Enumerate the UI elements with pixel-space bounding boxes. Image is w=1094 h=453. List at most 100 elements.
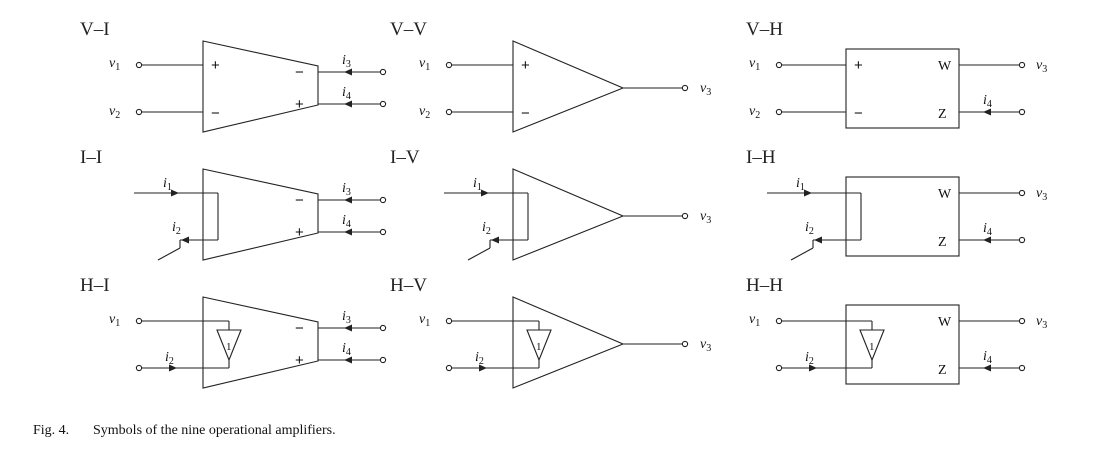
i2-arrow xyxy=(479,364,487,372)
ground-slash xyxy=(467,247,491,261)
v3-terminal xyxy=(1018,61,1026,69)
v2-label: v2 xyxy=(749,104,760,121)
panel-title: I–H xyxy=(746,147,776,168)
i1-label: i1 xyxy=(163,176,172,193)
i3-terminal xyxy=(379,68,387,76)
i4-arrow xyxy=(983,236,991,244)
voltage-follower-triangle xyxy=(859,329,885,362)
voltage-follower-triangle xyxy=(526,329,552,362)
v1-label: v1 xyxy=(419,56,430,73)
i1-label: i1 xyxy=(796,176,805,193)
i2-terminal xyxy=(775,364,783,372)
i4-terminal xyxy=(1018,236,1026,244)
v1-label: v1 xyxy=(109,312,120,329)
noninverting-input-sign: + xyxy=(521,57,530,74)
i4-arrow xyxy=(983,364,991,372)
i4-terminal xyxy=(379,356,387,364)
w-port-label: W xyxy=(938,59,952,74)
output-minus-sign: − xyxy=(295,64,304,81)
v3-label: v3 xyxy=(1036,314,1047,331)
v3-terminal xyxy=(1018,317,1026,325)
noninverting-input-sign: + xyxy=(854,57,863,74)
i2-label: i2 xyxy=(172,220,181,237)
i2-arrow xyxy=(181,236,189,244)
output-plus-sign: + xyxy=(295,224,304,241)
v1-terminal xyxy=(775,317,783,325)
inverting-input-sign: − xyxy=(521,105,530,122)
v3-terminal xyxy=(1018,189,1026,197)
v2-label: v2 xyxy=(109,104,120,121)
z-port-label: Z xyxy=(938,235,947,250)
panels: V–Iv1v2+−i3i4−+V–Vv1v2+−v3V–Hv1v2+−WZv3i… xyxy=(80,19,1047,389)
voltage-amplifier-body xyxy=(512,296,625,389)
v1-label: v1 xyxy=(109,56,120,73)
v1-label: v1 xyxy=(749,56,760,73)
voltage-amplifier-body xyxy=(512,168,625,261)
i4-terminal xyxy=(1018,108,1026,116)
output-minus-sign: − xyxy=(295,320,304,337)
v3-label: v3 xyxy=(1036,186,1047,203)
i2-label: i2 xyxy=(805,220,814,237)
ground-slash xyxy=(157,247,181,261)
panel-title: H–V xyxy=(390,275,427,296)
panel-title: H–I xyxy=(80,275,110,296)
v1-terminal xyxy=(445,61,453,69)
panel-title: V–V xyxy=(390,19,427,40)
i3-terminal xyxy=(379,324,387,332)
caption-text: Symbols of the nine operational amplifie… xyxy=(93,423,336,438)
output-plus-sign: + xyxy=(295,96,304,113)
v2-label: v2 xyxy=(419,104,430,121)
i4-terminal xyxy=(379,100,387,108)
panel-title: I–V xyxy=(390,147,420,168)
i2-label: i2 xyxy=(165,350,174,367)
i2-label: i2 xyxy=(475,350,484,367)
z-port-label: Z xyxy=(938,107,947,122)
panel-v-v: V–V v1 v2 + − v3 xyxy=(390,19,711,133)
v3-label: v3 xyxy=(700,81,711,98)
i3-arrow xyxy=(344,196,352,204)
v1-label: v1 xyxy=(419,312,430,329)
hybrid-amplifier-body xyxy=(845,176,960,257)
transconductance-amplifier-body xyxy=(202,40,319,133)
i4-label: i4 xyxy=(983,93,992,110)
v3-label: v3 xyxy=(700,209,711,226)
transconductance-amplifier-body xyxy=(202,296,319,389)
i4-arrow xyxy=(344,228,352,236)
i2-arrow xyxy=(491,236,499,244)
v1-terminal xyxy=(135,61,143,69)
output-plus-sign: + xyxy=(295,352,304,369)
i3-label: i3 xyxy=(342,181,351,198)
v2-terminal xyxy=(775,108,783,116)
i3-label: i3 xyxy=(342,53,351,70)
v1-label: v1 xyxy=(749,312,760,329)
i1-arrow xyxy=(804,189,812,197)
i4-arrow xyxy=(983,108,991,116)
i2-arrow xyxy=(169,364,177,372)
i4-arrow xyxy=(344,356,352,364)
i4-terminal xyxy=(379,228,387,236)
i4-label: i4 xyxy=(342,85,351,102)
i1-arrow xyxy=(171,189,179,197)
voltage-amplifier-body xyxy=(512,40,625,133)
v3-label: v3 xyxy=(1036,58,1047,75)
i4-label: i4 xyxy=(342,213,351,230)
unity-gain-label: 1 xyxy=(536,341,542,353)
ground-slash xyxy=(790,247,814,261)
i2-label: i2 xyxy=(805,350,814,367)
i3-label: i3 xyxy=(342,309,351,326)
v3-terminal xyxy=(681,84,689,92)
i2-terminal xyxy=(445,364,453,372)
v3-terminal xyxy=(681,340,689,348)
w-port-label: W xyxy=(938,187,952,202)
v1-terminal xyxy=(445,317,453,325)
noninverting-input-sign: + xyxy=(211,57,220,74)
panel-title: V–I xyxy=(80,19,110,40)
output-minus-sign: − xyxy=(295,192,304,209)
transconductance-amplifier-body xyxy=(202,168,319,261)
caption-number: Fig. 4. xyxy=(33,423,69,438)
